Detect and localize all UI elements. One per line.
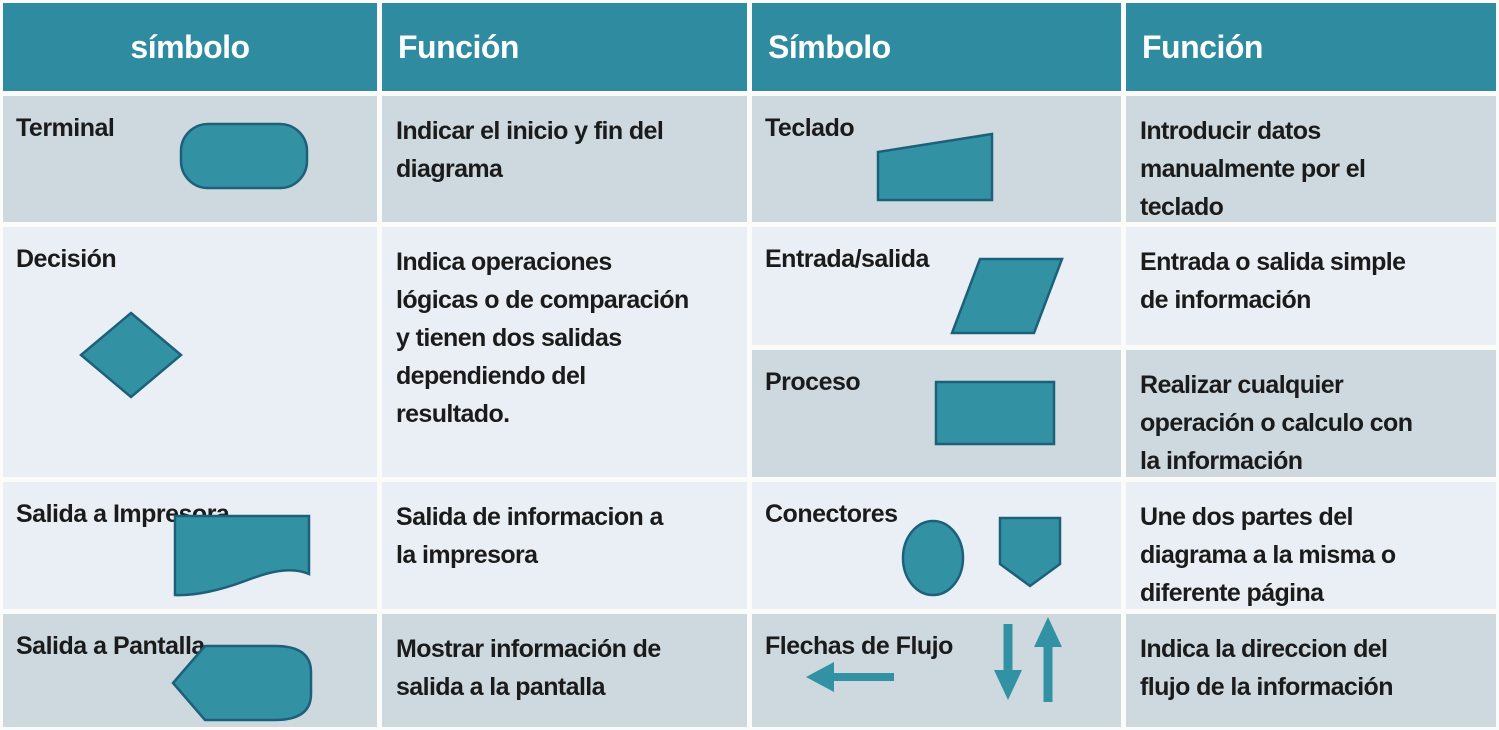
display-symbol-icon <box>171 644 313 722</box>
flow-arrows-icon <box>806 617 1062 702</box>
connector-pentagon-icon <box>998 516 1062 588</box>
header-funcion-2: Función <box>1126 3 1496 91</box>
cell-impresora-symbol: Salida a Impresora <box>3 482 377 609</box>
entrada-salida-label: Entrada/salida <box>765 245 929 273</box>
terminal-label: Terminal <box>16 114 115 142</box>
header-funcion-1: Función <box>382 3 747 91</box>
cell-entrada-salida-symbol: Entrada/salida <box>752 227 1121 345</box>
teclado-label: Teclado <box>765 114 855 142</box>
manual-input-symbol-icon <box>876 132 994 202</box>
cell-proceso-function: Realizar cualquier operación o calculo c… <box>1126 350 1496 477</box>
cell-decision-function: Indica operaciones lógicas o de comparac… <box>382 227 747 477</box>
cell-decision-symbol: Decisión <box>3 227 377 477</box>
input-output-symbol-icon <box>950 257 1064 335</box>
decision-label: Decisión <box>16 245 117 273</box>
cell-flechas-symbol: Flechas de Flujo <box>752 614 1121 727</box>
terminal-symbol-icon <box>179 122 309 190</box>
cell-conectores-symbol: Conectores <box>752 482 1121 609</box>
cell-pantalla-symbol: Salida a Pantalla <box>3 614 377 727</box>
document-symbol-icon <box>173 514 311 597</box>
header-simbolo-1: símbolo <box>3 3 377 91</box>
process-symbol-icon <box>934 380 1056 446</box>
connector-circle-icon <box>901 519 965 597</box>
flechas-label: Flechas de Flujo <box>765 632 953 660</box>
header-simbolo-2: Símbolo <box>752 3 1121 91</box>
conectores-label: Conectores <box>765 500 898 528</box>
cell-terminal-function: Indicar el inicio y fin del diagrama <box>382 96 747 222</box>
cell-entrada-salida-function: Entrada o salida simple de información <box>1126 227 1496 345</box>
pantalla-label: Salida a Pantalla <box>16 632 205 660</box>
cell-conectores-function: Une dos partes del diagrama a la misma o… <box>1126 482 1496 609</box>
cell-teclado-function: Introducir datos manualmente por el tecl… <box>1126 96 1496 222</box>
cell-impresora-function: Salida de informacion a la impresora <box>382 482 747 609</box>
cell-teclado-symbol: Teclado <box>752 96 1121 222</box>
decision-symbol-icon <box>79 311 183 399</box>
proceso-label: Proceso <box>765 368 861 396</box>
cell-pantalla-function: Mostrar información de salida a la panta… <box>382 614 747 727</box>
cell-flechas-function: Indica la direccion del flujo de la info… <box>1126 614 1496 727</box>
cell-proceso-symbol: Proceso <box>752 350 1121 477</box>
cell-terminal-symbol: Terminal <box>3 96 377 222</box>
